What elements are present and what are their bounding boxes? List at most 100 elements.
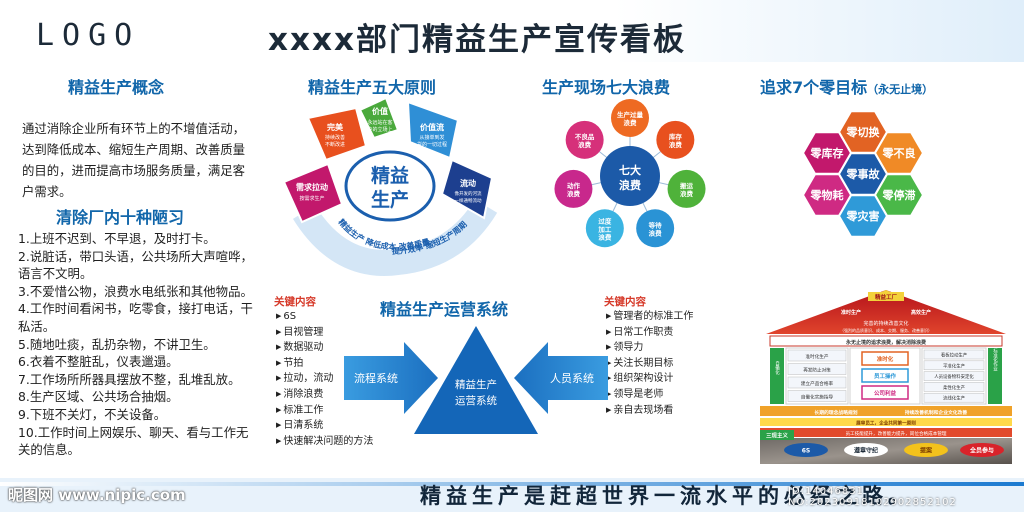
operating-triangle <box>414 326 538 434</box>
operating-system-diagram: 流程系统 人员系统 精益生产 运营系统 <box>344 326 608 434</box>
left-key-list: 6S 目视管理 数据驱动 节拍 拉动，流动 消除浪费 标准工作 日清系统 快速解… <box>276 309 373 449</box>
segment-sub: 按需求生产 <box>299 195 324 202</box>
seven-wastes-center-1: 七大 <box>619 163 641 177</box>
house-center-item <box>861 351 909 366</box>
list-item: 亲自去现场看 <box>606 403 693 419</box>
house-item-label: 自働化实施指导 <box>801 394 834 401</box>
list-item: 6S <box>276 309 373 325</box>
seven-wastes-title: 生产现场七大浪费 <box>542 78 671 97</box>
principles-wheel: 精益 生产 价值 永远站在客 户的立场上 价值流 从接单到发 货的一切过程 流动… <box>282 96 498 276</box>
right-arrow-label: 人员系统 <box>550 372 594 385</box>
zero-goal-label: 零不良 <box>882 146 916 160</box>
header-band <box>0 0 1024 62</box>
house-item <box>787 363 847 375</box>
zero-goal-label: 零切换 <box>846 125 881 139</box>
waste-label: 搬运 <box>680 181 694 190</box>
house-item <box>923 349 985 360</box>
zero-goal-label: 零物耗 <box>810 188 844 202</box>
watermark: 昵图网 www.nipic.com <box>8 486 186 504</box>
beam2-label: 永无止境的追求浪费，解决消除浪费 <box>845 339 926 346</box>
base-2 <box>760 418 1012 426</box>
segment-sub: 不断改进 <box>325 141 345 148</box>
principles-title: 精益生产五大原则 <box>308 78 437 97</box>
house-center-item <box>861 385 909 400</box>
list-item: 日清系统 <box>276 418 373 434</box>
foundation-label: 遵章守纪 <box>854 447 878 455</box>
foundation-stone <box>904 443 948 457</box>
list-item: 7.工作场所所器具摆放不整，乱堆乱放。 <box>18 371 241 387</box>
segment-sub: 像开发的河流 <box>455 190 482 197</box>
list-item: 目视管理 <box>276 325 373 341</box>
foundation-left-label: 三现主义 <box>766 432 789 440</box>
house-center-item <box>861 368 909 383</box>
principles-center-2: 生产 <box>371 188 409 211</box>
roof-right-label: 高效生产 <box>911 309 931 316</box>
waste-bubble <box>636 209 675 248</box>
waste-label: 不良品 <box>575 132 595 141</box>
segment-label: 需求拉动 <box>296 182 328 192</box>
segment-label: 完美 <box>327 122 344 132</box>
house-item <box>923 382 985 392</box>
waste-label: 库存 <box>669 132 683 141</box>
list-item: 领导力 <box>606 340 693 356</box>
list-item: 拉动，流动 <box>276 371 373 387</box>
waste-label: 等待 <box>648 220 663 229</box>
watermark-id: ID:14046831 NO:20230918102902852102 <box>788 486 957 508</box>
seven-wastes-center <box>600 146 660 206</box>
foundation-label: 6S <box>802 448 811 455</box>
wastes-list: 1.上班不迟到、不早退，及时打卡。 2.说脏话，带口头语，公共场所大声喧哗，语言… <box>18 230 258 459</box>
house-center-label: 员工操作 <box>874 372 897 380</box>
zero-goals-title-main: 追求7个零目标 <box>760 78 868 97</box>
zero-goal-label: 零事故 <box>846 167 881 181</box>
roof-top-box <box>868 292 904 301</box>
principles-arc <box>292 198 498 276</box>
principles-core <box>344 150 436 222</box>
waste-bubble <box>656 120 695 159</box>
segment-sub: 从接单到发 <box>419 134 444 141</box>
waste-label: 过度 <box>598 216 612 225</box>
seven-wastes-center-2: 浪费 <box>619 178 641 192</box>
slogan: 精益生产是赶超世界一流水平的必经之路。 <box>420 484 914 508</box>
logo: LOGO <box>36 18 141 53</box>
base-1-label: 长期的理念战略规划 <box>814 409 857 416</box>
segment-sub: 货的一切过程 <box>417 141 447 148</box>
concept-text: 通过消除企业所有环节上的不增值活动，达到降低成本、缩短生产周期、改善质量的目的，… <box>22 121 246 199</box>
list-item: 3.不爱惜公物，浪费水电纸张和其他物品。 <box>18 283 253 299</box>
list-item: 2.说脏话，带口头语，公共场所大声喧哗，语言不文明。 <box>18 248 253 282</box>
house-item-label: 再发防止对策 <box>803 367 831 374</box>
segment-sub: 一样通畅流动 <box>455 197 482 204</box>
segment-sub: 持续改善 <box>325 134 345 141</box>
zero-goals-note: （永无止境） <box>867 83 934 96</box>
list-item: 节拍 <box>276 356 373 372</box>
foundation-left-badge <box>760 430 794 440</box>
pillar-left-label: 自働化 <box>775 360 780 376</box>
house-item-label: 人员设备物料安定化 <box>934 373 974 380</box>
house-item <box>787 376 847 389</box>
pillar-right-label: 标准化作业 <box>993 348 998 372</box>
waste-bubble <box>565 120 604 159</box>
waste-label: 加工 <box>597 224 612 233</box>
list-item: 关注长期目标 <box>606 356 693 372</box>
list-item: 9.下班不关灯，不关设备。 <box>18 406 167 422</box>
segment-value-stream <box>406 100 460 160</box>
list-item: 日常工作职责 <box>606 325 693 341</box>
segment-flow <box>440 158 494 220</box>
list-item: 快速解决问题的方法 <box>276 434 373 450</box>
house-item-label: 准时化生产 <box>806 353 829 360</box>
left-key-title: 关键内容 <box>274 296 316 308</box>
zero-goal-label: 零库存 <box>810 146 844 160</box>
list-item: 领导是老师 <box>606 387 693 403</box>
waste-label: 生产过量 <box>617 110 644 119</box>
segment-label: 流动 <box>460 178 476 188</box>
segment-sub: 永远站在客 <box>367 119 392 126</box>
waste-label: 浪费 <box>680 189 694 198</box>
beam1-sub: （强烈的品质意识、成本、交期、服务、改善意识） <box>840 327 932 333</box>
footer-stripe <box>0 482 1024 486</box>
house-item <box>923 371 985 381</box>
operating-system-title: 精益生产运营系统 <box>380 300 509 319</box>
house-item-label: 流线化生产 <box>943 395 966 402</box>
waste-label: 浪费 <box>624 118 638 127</box>
list-item: 10.工作时间上网娱乐、聊天、看与工作无关的信息。 <box>18 424 249 458</box>
